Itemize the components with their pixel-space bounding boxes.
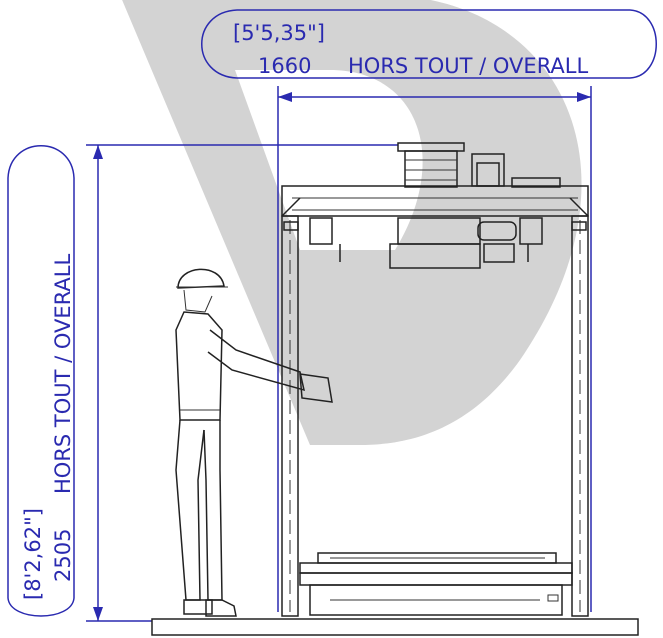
inlet-assembly bbox=[397, 142, 561, 188]
width-metric-text: 1660 bbox=[258, 54, 311, 78]
conveyor-assembly bbox=[299, 552, 573, 616]
floor-base bbox=[151, 618, 639, 636]
height-dimension: [8'2,62"] 2505 HORS TOUT / OVERALL bbox=[7, 144, 398, 622]
height-overall-label: HORS TOUT / OVERALL bbox=[51, 254, 75, 494]
frame-structure bbox=[281, 185, 589, 617]
worker-figure bbox=[175, 268, 333, 617]
width-dimension: [5'5,35"] 1660 HORS TOUT / OVERALL bbox=[201, 9, 657, 612]
hanging-mechanism bbox=[283, 217, 587, 269]
width-imperial-text: [5'5,35"] bbox=[233, 21, 325, 45]
width-overall-label: HORS TOUT / OVERALL bbox=[348, 54, 588, 78]
height-imperial-text: [8'2,62"] bbox=[21, 508, 45, 600]
height-metric-text: 2505 bbox=[51, 529, 75, 582]
watermark-d-icon bbox=[122, 0, 582, 445]
